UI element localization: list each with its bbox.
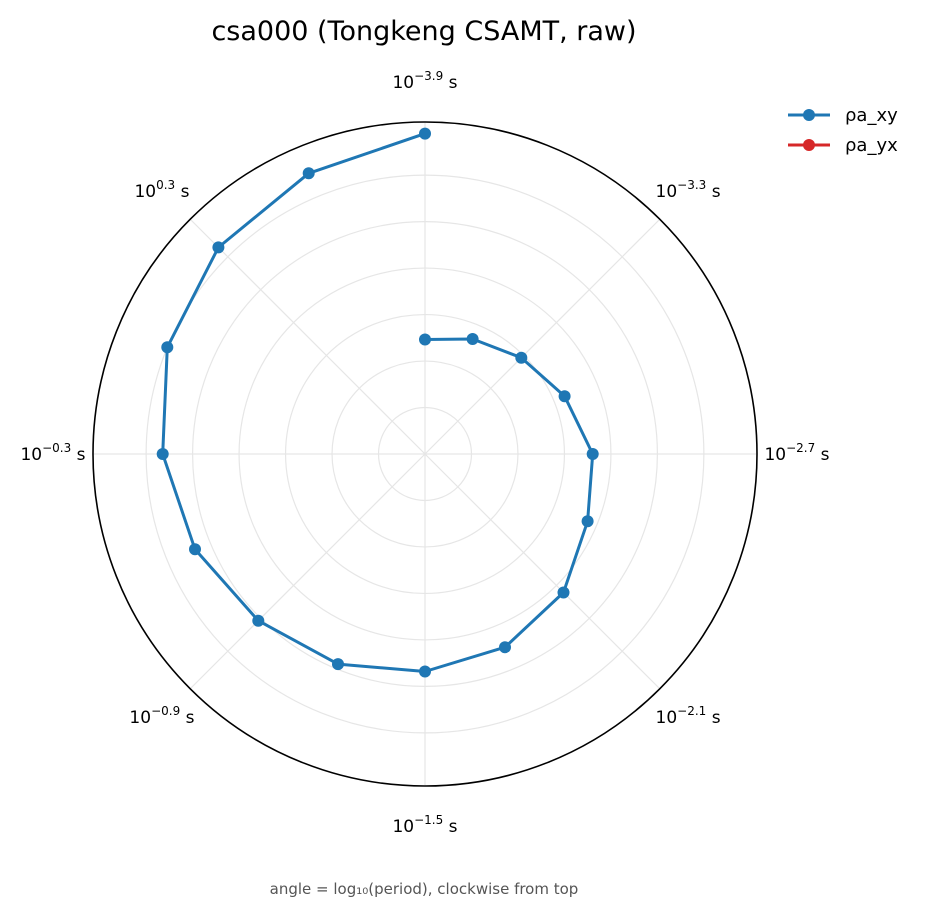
data-point-rhoa-xy-16 [302,167,315,180]
series-line-rhoa-xy [161,132,595,673]
angular-gridline-4 [424,453,661,690]
angle-tick-labels: 10−3.9 s 10−3.3 s 10−2.7 s 10−2.1 s 10−1.5 s… [20,69,829,837]
data-point-rhoa-xy-11 [252,614,265,627]
chart-caption: angle = log₁₀(period), clockwise from to… [270,880,579,898]
data-point-rhoa-xy-3 [515,351,528,364]
angle-tick-label-3: 10−2.7 s [764,441,829,465]
angle-tick-label-7: 10−0.3 s [20,441,85,465]
legend-entry-rho-a-yx: ρa_yx [788,135,898,156]
data-point-rhoa-xy-4 [558,390,571,403]
data-point-rhoa-xy-15 [212,241,225,254]
angular-gridline-8 [189,218,426,455]
data-point-rhoa-xy-5 [586,448,599,460]
data-point-rhoa-xy-9 [419,665,431,678]
data-point-rhoa-xy-10 [332,658,344,671]
angle-tick-label-6: 10−0.9 s [129,704,194,728]
series-rhoa-xy [156,127,599,678]
angle-tick-label-8: 100.3 s [134,178,189,202]
angular-gridline-6 [189,453,426,690]
data-point-rhoa-xy-13 [156,448,169,460]
angle-tick-label-1: 10−3.9 s [392,69,457,93]
chart-title: csa000 (Tongkeng CSAMT, raw) [211,16,636,47]
angular-gridlines [93,122,757,786]
legend-label-rho-a-yx: ρa_yx [845,135,898,156]
polar-frame [92,121,758,787]
legend-marker-rho-a-xy [803,109,815,121]
legend-label-rho-a-xy: ρa_xy [845,105,898,126]
angle-tick-label-4: 10−2.1 s [656,704,721,728]
legend-entry-rho-a-xy: ρa_xy [788,105,898,126]
data-point-rhoa-xy-6 [581,515,594,528]
data-point-rhoa-xy-1 [419,333,431,346]
series-layer [156,127,599,678]
data-point-rhoa-xy-2 [466,333,479,345]
data-point-rhoa-xy-7 [557,586,570,599]
angular-gridline-2 [424,218,661,455]
data-point-rhoa-xy-14 [161,341,174,354]
data-point-rhoa-xy-12 [189,543,201,556]
angle-tick-label-5: 10−1.5 s [392,813,457,837]
angle-tick-label-2: 10−3.3 s [656,178,721,202]
data-point-rhoa-xy-17 [419,127,431,140]
legend: ρa_xy ρa_yx [788,105,898,156]
data-point-rhoa-xy-8 [499,641,511,654]
legend-marker-rho-a-yx [803,139,815,151]
